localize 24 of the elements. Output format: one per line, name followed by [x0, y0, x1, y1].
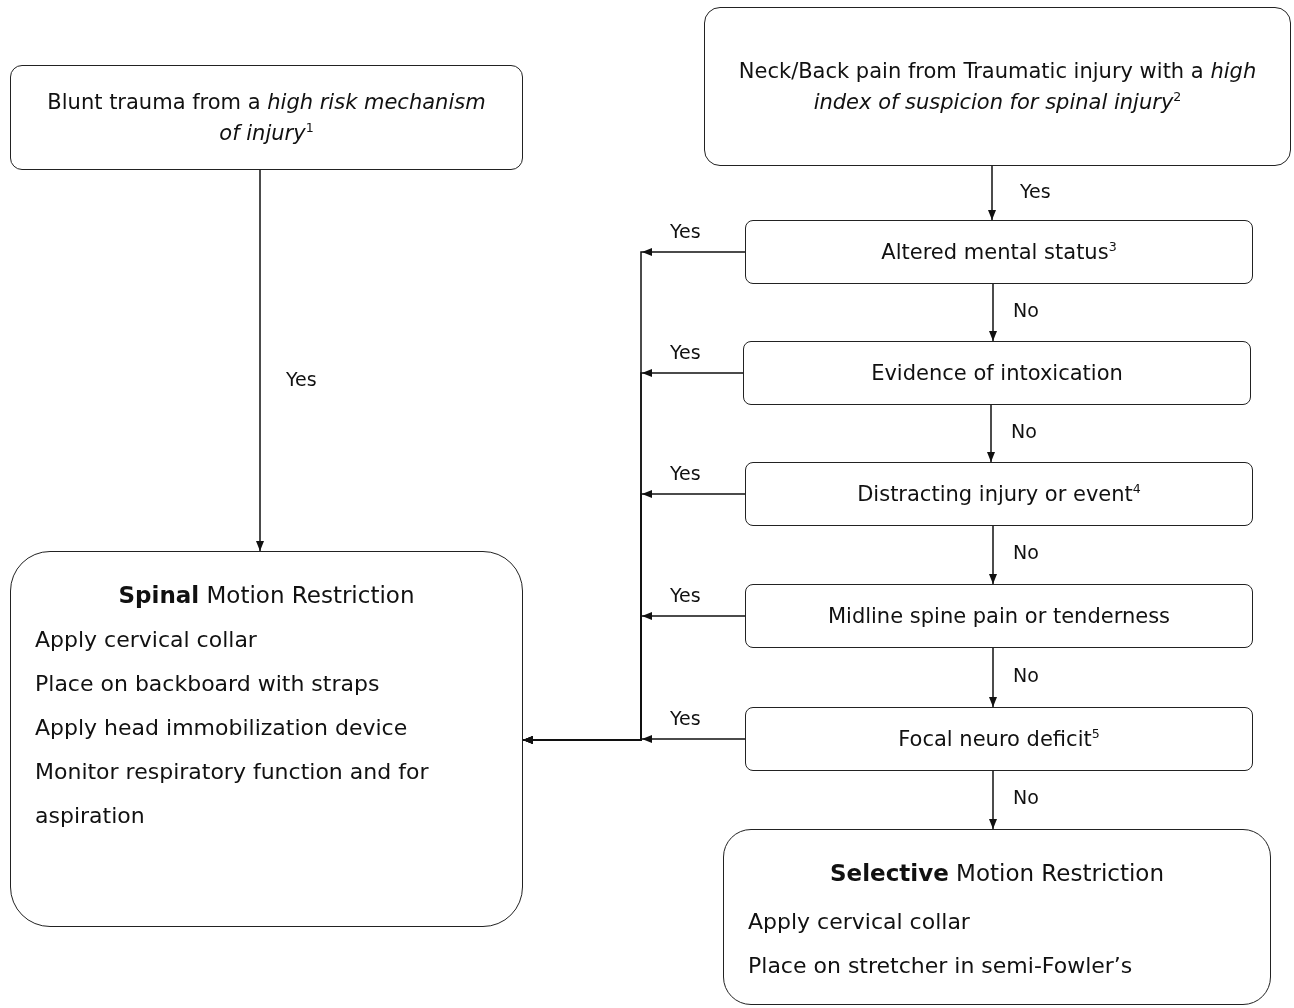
box-text: Distracting injury or event$^{4}$ — [857, 479, 1141, 508]
decision-box — [743, 341, 1251, 405]
box-text: Focal neuro deficit$^{5}$ — [898, 724, 1100, 753]
start-box — [10, 65, 523, 170]
action-text: Apply head immobilization device — [35, 714, 408, 742]
decision-box — [745, 220, 1253, 284]
action-text: Monitor respiratory function and for aspiration — [35, 758, 430, 830]
box-text: Neck/Back pain from Traumatic injury with a high index of suspicion for spinal injury$^{2}$ — [737, 58, 1258, 116]
action-text: Apply cervical collar — [748, 908, 970, 936]
start-box — [704, 7, 1291, 166]
decision-box — [745, 707, 1253, 771]
box-text: Midline spine pain or tenderness — [827, 602, 1171, 630]
box-heading: Spinal Motion Restriction — [118, 581, 415, 610]
box-text: Blunt trauma from a high risk mechanism of injury$^{1}$ — [46, 89, 487, 147]
outcome-box — [10, 551, 523, 927]
box-text: Altered mental status$^{3}$ — [881, 237, 1117, 266]
outcome-box — [723, 829, 1271, 1005]
box-text: Evidence of intoxication — [871, 359, 1123, 387]
decision-box — [745, 584, 1253, 648]
action-text: Place on stretcher in semi-Fowler’s — [748, 952, 1133, 980]
action-text: Place on backboard with straps — [35, 670, 380, 698]
action-text: Apply cervical collar — [35, 626, 257, 654]
box-heading: Selective Motion Restriction — [830, 859, 1164, 888]
decision-box — [745, 462, 1253, 526]
